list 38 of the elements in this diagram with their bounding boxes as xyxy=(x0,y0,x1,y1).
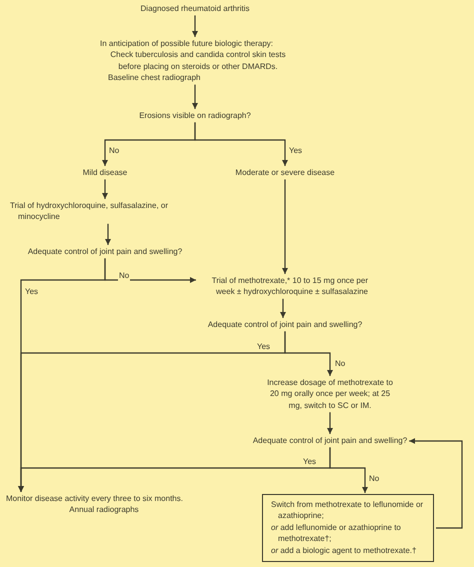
process-box xyxy=(262,494,434,562)
step-text: Annual radiographs xyxy=(68,504,140,516)
step-text: Trial of methotrexate,* 10 to 15 mg once per week ± hydroxychloroquine ± sulfasalazine xyxy=(198,275,368,298)
edge-label: Yes xyxy=(302,457,318,467)
edge-label: Yes xyxy=(24,287,40,297)
step-text: Increase dosage of methotrexate to 20 mg orally once per week; at 25 mg, switch to SC or IM. xyxy=(264,377,396,412)
edge-label: No xyxy=(118,271,130,281)
arrow xyxy=(102,179,108,199)
question-text: Adequate control of joint pain and swelling? xyxy=(28,246,182,258)
question-text: Adequate control of joint pain and swelling? xyxy=(208,319,362,330)
step-text: or add leflunomide or azathioprine to methotrexate†; xyxy=(271,522,402,545)
step-text: Moderate or severe disease xyxy=(235,167,335,178)
edge-label: Yes xyxy=(288,146,304,156)
arrow xyxy=(284,331,333,376)
arrow xyxy=(327,412,333,434)
edge-label: No xyxy=(368,474,380,484)
arrow xyxy=(192,15,198,37)
question-text: Erosions visible on radiograph? xyxy=(139,110,251,122)
arrow xyxy=(194,122,288,166)
arrow xyxy=(409,438,463,529)
arrow xyxy=(105,224,111,245)
step-text: Diagnosed rheumatoid arthritis xyxy=(140,3,250,14)
step-text: In anticipation of possible future biologic therapy: xyxy=(100,38,274,50)
arrow xyxy=(282,179,288,274)
arrow xyxy=(329,447,368,493)
edge-label: No xyxy=(334,359,346,369)
step-text: Switch from methotrexate to leflunomide or azathioprine; xyxy=(271,499,424,522)
edge-label: No xyxy=(108,146,120,156)
step-text: Mild disease xyxy=(82,167,128,178)
edge-label: Yes xyxy=(256,342,272,352)
step-text: Trial of hydroxychloroquine, sulfasalazine, or minocycline xyxy=(10,200,206,223)
arrow xyxy=(280,298,286,318)
step-text: Check tuberculosis and candida control skin tests before placing on steroids or other DMARDs. xyxy=(109,49,287,72)
question-text: Adequate control of joint pain and swelling? xyxy=(252,435,408,446)
step-text: or add a biologic agent to methotrexate.† xyxy=(271,544,418,556)
step-text: Monitor disease activity every three to six months. xyxy=(6,493,184,504)
step-text: Baseline chest radiograph xyxy=(107,72,202,84)
arrow xyxy=(192,84,198,109)
